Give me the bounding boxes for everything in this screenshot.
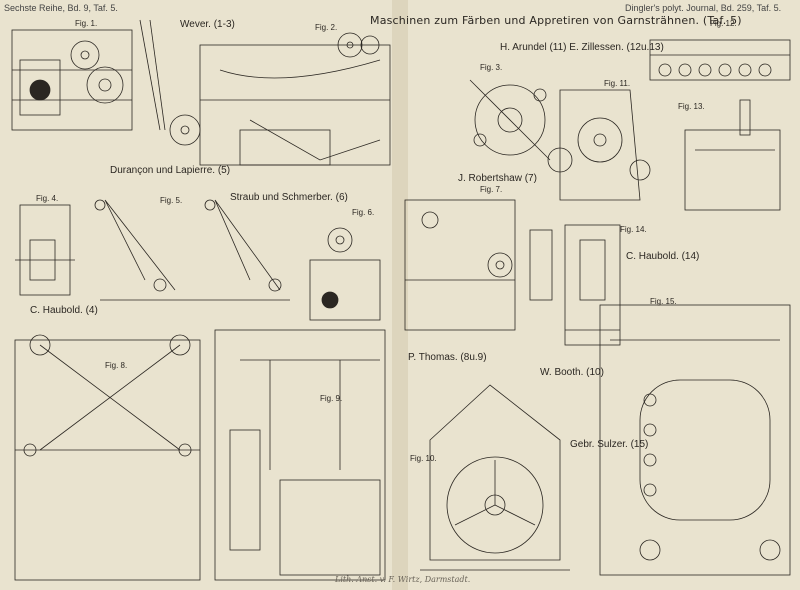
fig2-drawing <box>169 32 391 166</box>
fig1-drawing <box>11 19 166 131</box>
fig15-drawing <box>599 304 791 576</box>
fig1-label: Fig. 1. <box>75 19 98 28</box>
fig6-drawing <box>309 227 381 321</box>
author-straub: Straub und Schmerber. (6) <box>230 192 348 203</box>
fig5-label: Fig. 5. <box>160 196 183 205</box>
author-duranchon: Durançon und Lapierre. (5) <box>110 165 231 176</box>
fig10-label: Fig. 10. <box>410 454 437 463</box>
fig13-label: Fig. 13. <box>678 102 705 111</box>
fig11-drawing <box>547 89 651 201</box>
author-arundel: H. Arundel (11) E. Zillessen. (12u.13) <box>500 42 664 53</box>
fig3-label: Fig. 3. <box>480 63 503 72</box>
plate-title: Maschinen zum Färben und Appretiren von … <box>370 14 742 27</box>
fig7-label: Fig. 7. <box>480 185 503 194</box>
fig14-drawing <box>564 224 621 346</box>
author-robertshaw: J. Robertshaw (7) <box>458 173 537 184</box>
series-header: Sechste Reihe, Bd. 9, Taf. 5. <box>4 3 118 13</box>
fig9-label: Fig. 9. <box>320 394 343 403</box>
fig10-drawing <box>420 384 570 571</box>
fig15-label: Fig. 15. <box>650 297 677 306</box>
author-booth: W. Booth. (10) <box>540 367 604 378</box>
fig3-drawing <box>469 79 551 161</box>
fig8-drawing <box>14 334 201 581</box>
fig7-drawing <box>404 199 553 331</box>
fig9-drawing <box>214 329 386 581</box>
fig12-drawing <box>649 39 791 81</box>
fig6-label: Fig. 6. <box>352 208 375 217</box>
fig13-drawing <box>684 99 781 211</box>
lithographer-imprint: Lith. Anst. v. F. Wirtz, Darmstadt. <box>335 575 471 584</box>
author-sulzer: Gebr. Sulzer. (15) <box>570 439 649 450</box>
author-thomas: P. Thomas. (8u.9) <box>408 352 487 363</box>
fig12-label: Fig. 12. <box>710 19 737 28</box>
fig4-drawing <box>15 204 75 296</box>
fig14-label: Fig. 14. <box>620 225 647 234</box>
fig5-drawing <box>94 199 290 301</box>
author-haubold-4: C. Haubold. (4) <box>30 305 98 316</box>
fig8-label: Fig. 8. <box>105 361 128 370</box>
author-wever: Wever. (1-3) <box>180 19 235 30</box>
journal-header: Dingler's polyt. Journal, Bd. 259, Taf. … <box>625 3 782 13</box>
page-fold <box>392 0 408 590</box>
author-haubold-14: C. Haubold. (14) <box>626 251 700 262</box>
fig11-label: Fig. 11. <box>604 79 631 88</box>
fig4-label: Fig. 4. <box>36 194 59 203</box>
fig2-label: Fig. 2. <box>315 23 338 32</box>
